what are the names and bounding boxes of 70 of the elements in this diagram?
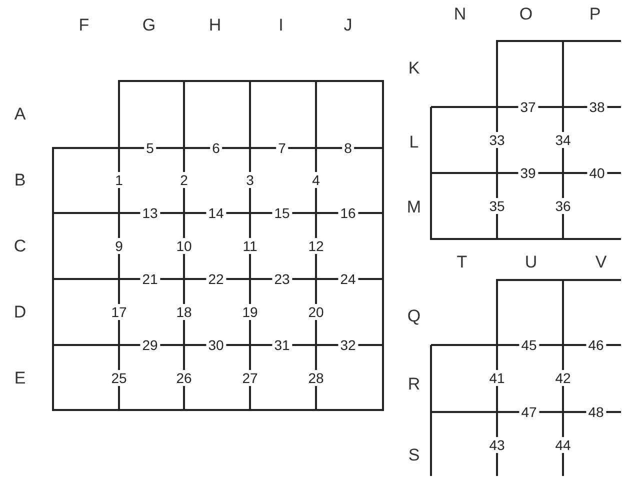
row-letter: R bbox=[408, 376, 420, 392]
column-letter: O bbox=[519, 6, 533, 22]
grid-line-number: 27 bbox=[240, 370, 260, 386]
column-letter: J bbox=[344, 16, 352, 34]
row-letter: B bbox=[14, 172, 26, 188]
grid-line-number: 23 bbox=[272, 271, 292, 287]
grid-line-number: 40 bbox=[587, 165, 607, 181]
grid-line-number: 6 bbox=[210, 140, 222, 156]
grid-line-number: 32 bbox=[338, 337, 358, 353]
grid-line-number: 17 bbox=[109, 304, 129, 320]
grid-line-number: 36 bbox=[553, 198, 573, 214]
grid-line-number: 38 bbox=[587, 99, 607, 115]
grid-line-number: 11 bbox=[240, 238, 260, 254]
grid-line-number: 2 bbox=[178, 172, 190, 188]
grid-line-number: 33 bbox=[487, 132, 507, 148]
column-letter: H bbox=[208, 16, 222, 34]
grid-line-number: 19 bbox=[240, 304, 260, 320]
grid-line-number: 46 bbox=[586, 337, 606, 353]
column-letter: T bbox=[456, 254, 468, 270]
row-letter: A bbox=[14, 106, 26, 122]
grid-line-number: 13 bbox=[140, 205, 160, 221]
grid-line-number: 12 bbox=[306, 238, 326, 254]
grid-line-number: 8 bbox=[342, 140, 354, 156]
grid-line-number: 15 bbox=[272, 205, 292, 221]
row-letter: M bbox=[406, 198, 422, 216]
grid-line-number: 7 bbox=[276, 140, 288, 156]
column-letter: U bbox=[524, 254, 538, 270]
grid-line-number: 30 bbox=[206, 337, 226, 353]
grid-line-number: 39 bbox=[518, 165, 538, 181]
row-letter: K bbox=[408, 60, 420, 76]
grid-line-number: 34 bbox=[553, 132, 573, 148]
row-letter: S bbox=[408, 446, 420, 464]
grid-line-number: 44 bbox=[553, 437, 573, 453]
grid-line-number: 20 bbox=[306, 304, 326, 320]
grid-line-number: 25 bbox=[109, 370, 129, 386]
grid-line-number: 5 bbox=[144, 140, 156, 156]
column-letter: I bbox=[278, 16, 284, 34]
grid-line-number: 47 bbox=[519, 404, 539, 420]
grid-line-number: 43 bbox=[487, 437, 507, 453]
row-letter: D bbox=[14, 304, 26, 320]
row-letter: L bbox=[409, 134, 419, 150]
grid-line-number: 37 bbox=[518, 99, 538, 115]
grid-line-number: 29 bbox=[140, 337, 160, 353]
grid-line-number: 14 bbox=[206, 205, 226, 221]
grid-line-number: 41 bbox=[487, 370, 507, 386]
column-letter: F bbox=[78, 16, 90, 34]
grid-line-number: 16 bbox=[338, 205, 358, 221]
row-letter: E bbox=[14, 370, 26, 386]
grid-line-number: 45 bbox=[519, 337, 539, 353]
grid-line-number: 26 bbox=[174, 370, 194, 386]
row-letter: C bbox=[14, 238, 26, 254]
grid-line-number: 35 bbox=[487, 198, 507, 214]
grid-line-number: 21 bbox=[140, 271, 160, 287]
grid-line-number: 3 bbox=[244, 172, 256, 188]
grid-line-number: 28 bbox=[306, 370, 326, 386]
grid-line-number: 9 bbox=[113, 238, 125, 254]
row-letter: Q bbox=[407, 308, 421, 324]
grid-line-number: 10 bbox=[174, 238, 194, 254]
column-letter: G bbox=[142, 16, 156, 34]
grid-line-number: 42 bbox=[553, 370, 573, 386]
grid-line-number: 31 bbox=[272, 337, 292, 353]
grid-line-number: 1 bbox=[113, 172, 125, 188]
column-letter: V bbox=[595, 254, 607, 270]
grid-line-number: 4 bbox=[310, 172, 322, 188]
grid-line-number: 24 bbox=[338, 271, 358, 287]
grid-line-number: 48 bbox=[586, 404, 606, 420]
column-letter: P bbox=[589, 6, 601, 22]
grid-line-number: 18 bbox=[174, 304, 194, 320]
column-letter: N bbox=[454, 6, 466, 22]
grid-line-number: 22 bbox=[206, 271, 226, 287]
